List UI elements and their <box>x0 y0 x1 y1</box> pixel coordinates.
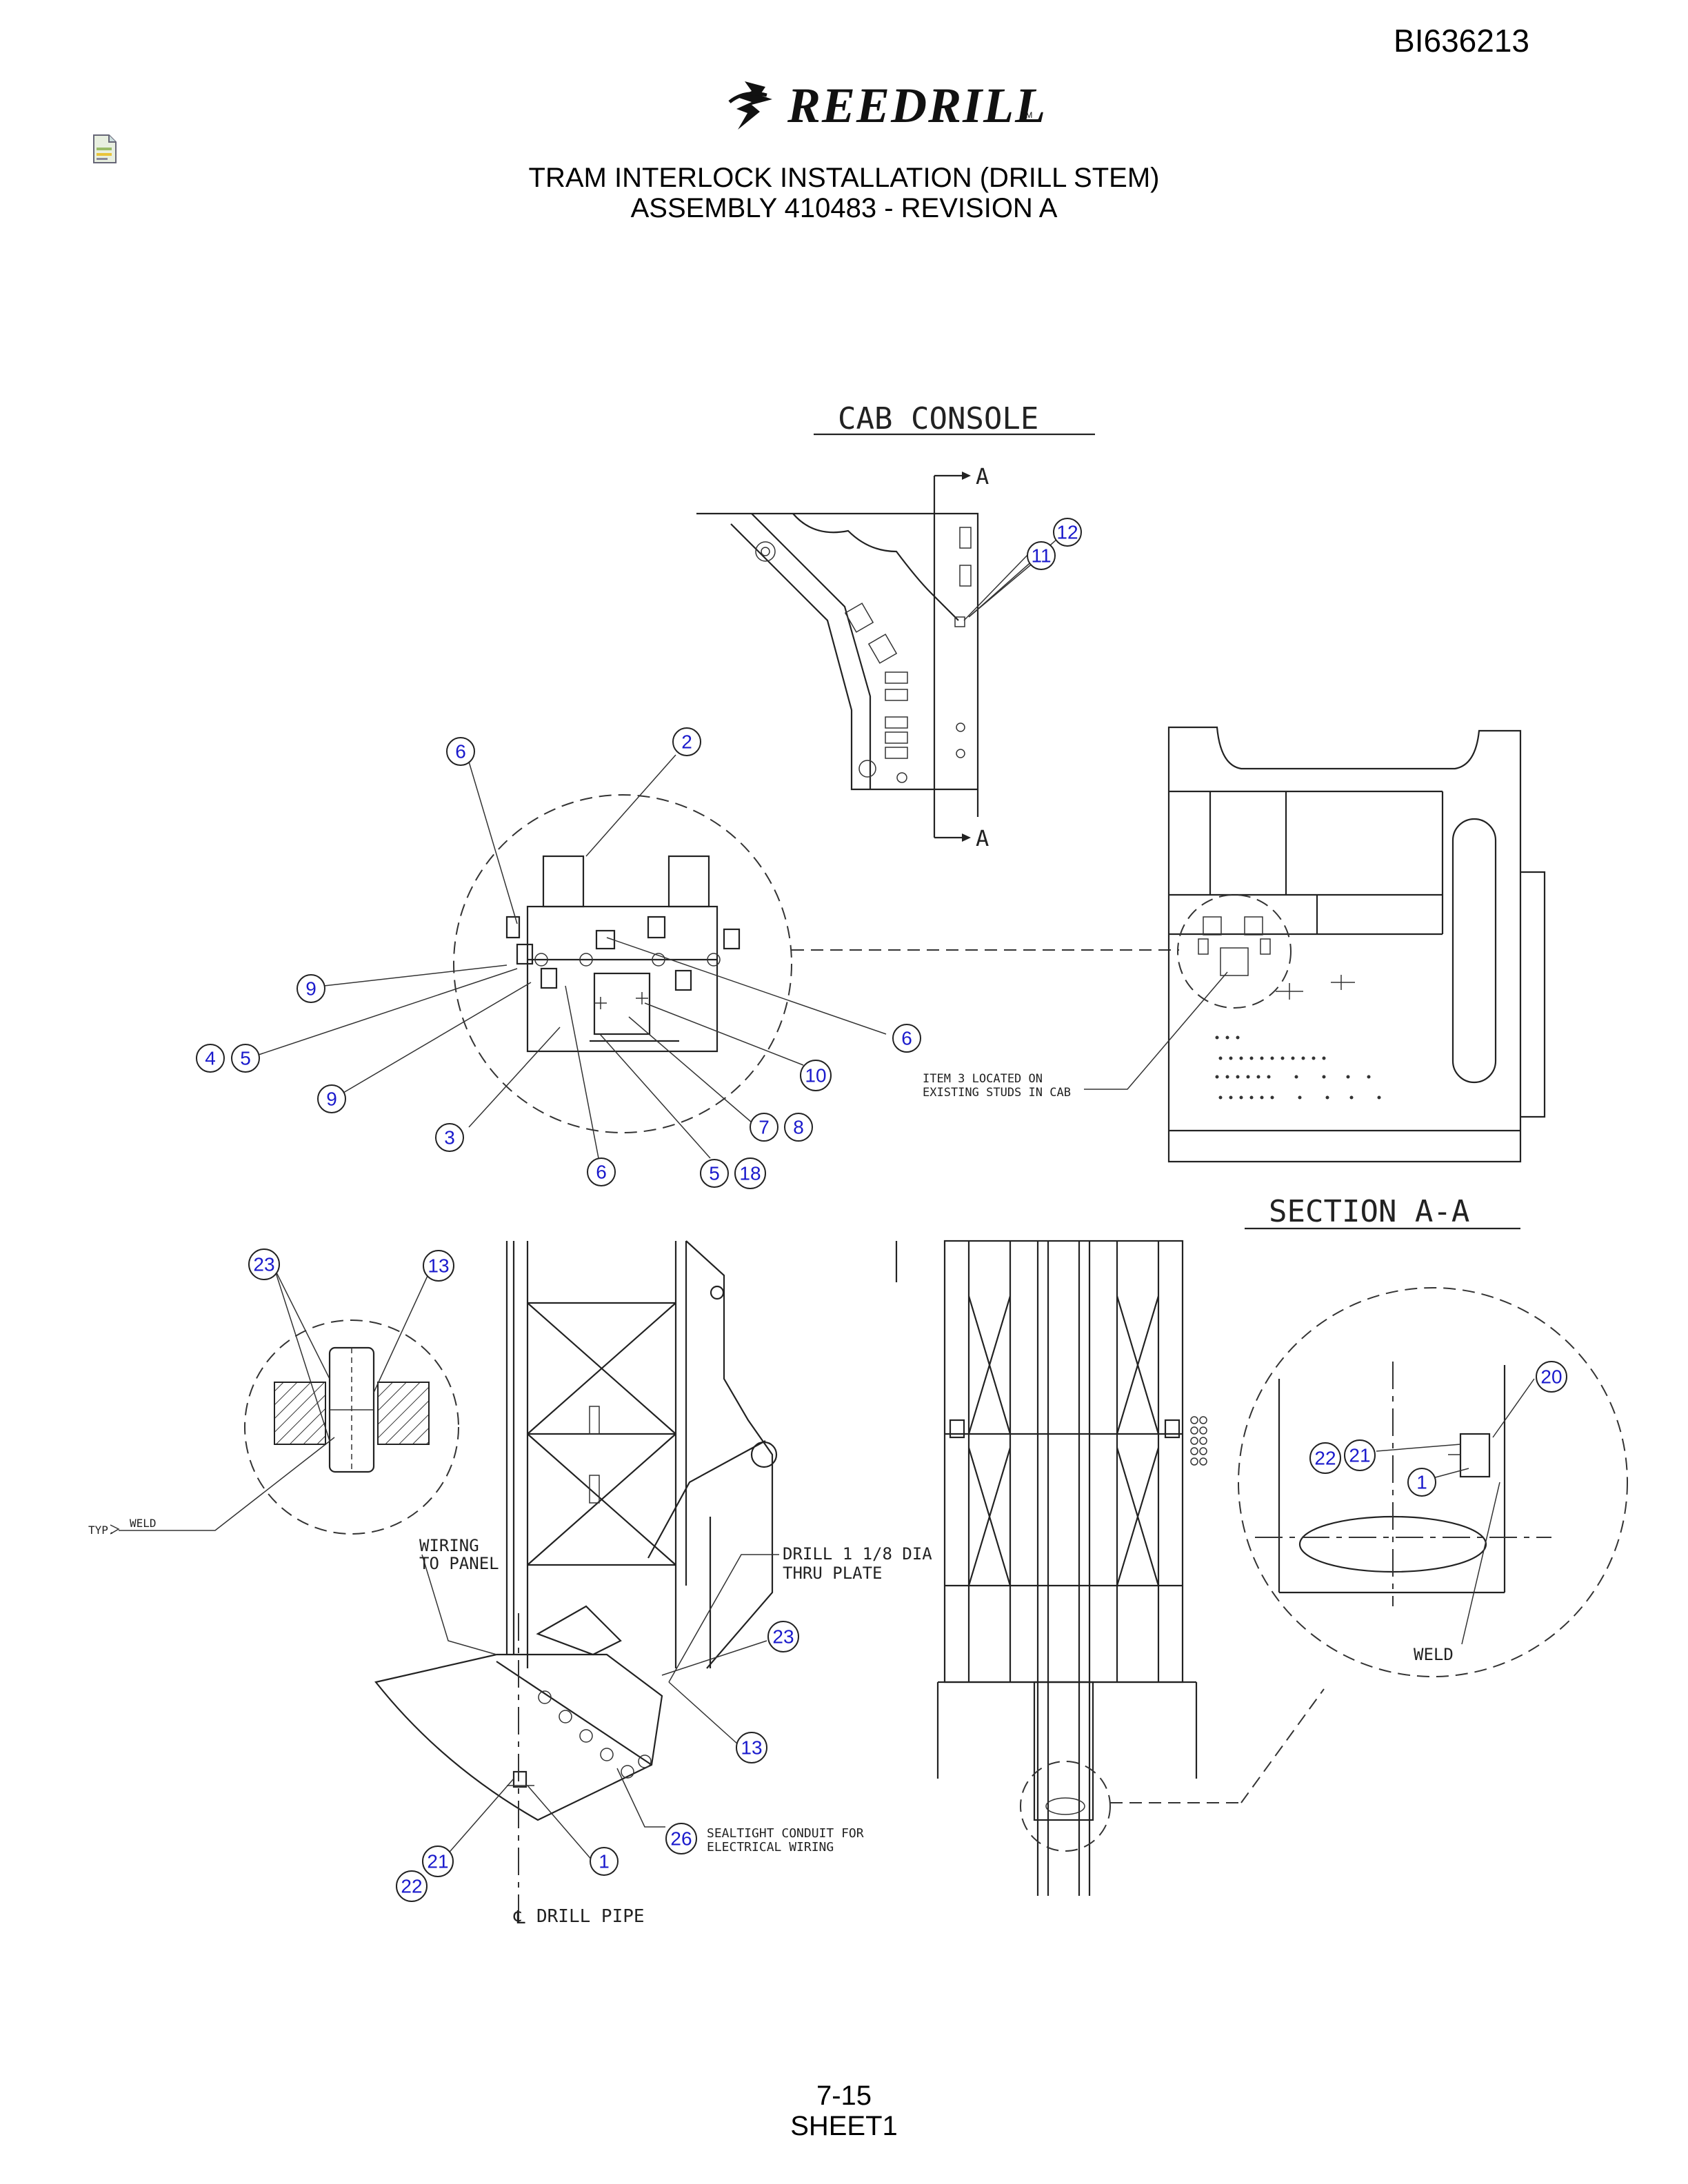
balloon-22: 22 <box>396 1870 428 1902</box>
cab-console-label: CAB CONSOLE <box>838 401 1038 436</box>
svg-text:1: 1 <box>599 1851 610 1872</box>
balloon-3: 3 <box>435 1123 464 1152</box>
section-marker-bottom: A <box>976 825 989 851</box>
svg-text:12: 12 <box>1056 522 1078 543</box>
balloon-6: 6 <box>892 1024 921 1053</box>
title-line-1: TRAM INTERLOCK INSTALLATION (DRILL STEM) <box>528 163 1160 193</box>
note-drill-pipe: DRILL PIPE <box>536 1906 645 1927</box>
balloon-26: 26 <box>665 1823 697 1854</box>
logo-wordmark: REEDRILL <box>787 78 1047 133</box>
balloon-8: 8 <box>784 1113 813 1142</box>
svg-text:22: 22 <box>1314 1448 1336 1469</box>
title-line-2: ASSEMBLY 410483 - REVISION A <box>630 193 1058 223</box>
page-number: 7-15 <box>816 2081 872 2111</box>
note-item3-line2: EXISTING STUDS IN CAB <box>923 1086 1071 1100</box>
svg-text:7: 7 <box>758 1117 770 1138</box>
balloon-13: 13 <box>736 1732 767 1763</box>
balloon-23: 23 <box>767 1621 799 1652</box>
svg-text:10: 10 <box>805 1065 826 1086</box>
note-weld-right: WELD <box>1414 1645 1454 1664</box>
svg-text:13: 13 <box>428 1255 449 1277</box>
svg-text:11: 11 <box>1031 545 1051 567</box>
note-drill-line1: DRILL 1 1/8 DIA <box>783 1544 932 1564</box>
drill-bit-logo-icon <box>728 81 772 130</box>
svg-text:5: 5 <box>709 1163 720 1184</box>
note-typ: TYP. <box>88 1524 115 1537</box>
balloon-1: 1 <box>590 1847 619 1876</box>
balloon-6: 6 <box>587 1157 616 1186</box>
logo-trademark: TM <box>1021 110 1033 120</box>
weld-detail-right: WELD <box>1238 1287 1628 1677</box>
svg-text:9: 9 <box>326 1089 337 1110</box>
svg-text:21: 21 <box>1349 1445 1370 1466</box>
balloon-5: 5 <box>231 1044 260 1073</box>
svg-text:6: 6 <box>455 741 466 762</box>
document-icon[interactable] <box>91 134 119 164</box>
note-drill-line2: THRU PLATE <box>783 1564 883 1583</box>
section-marker-top: A <box>976 463 989 489</box>
svg-text:13: 13 <box>741 1737 762 1759</box>
section-aa-mast-view <box>895 1240 1325 1896</box>
balloon-13: 13 <box>423 1250 454 1282</box>
interlock-detail-view <box>453 794 1179 1133</box>
cab-side-view: ITEM 3 LOCATED ON EXISTING STUDS IN CAB <box>923 726 1546 1163</box>
balloon-10: 10 <box>800 1060 832 1091</box>
balloon-5: 5 <box>700 1159 729 1188</box>
svg-text:18: 18 <box>739 1163 761 1184</box>
balloon-12: 12 <box>1053 518 1082 547</box>
svg-text:8: 8 <box>793 1117 804 1138</box>
weld-detail-view: TYP. WELD <box>88 1320 459 1537</box>
svg-text:4: 4 <box>205 1048 216 1069</box>
svg-text:1: 1 <box>1416 1472 1427 1493</box>
page-footer: 7-15 SHEET1 <box>0 2081 1688 2141</box>
drawing-title: TRAM INTERLOCK INSTALLATION (DRILL STEM)… <box>0 163 1688 223</box>
balloon-20: 20 <box>1536 1361 1567 1393</box>
section-aa-label: SECTION A-A <box>1269 1194 1469 1229</box>
document-number: BI636213 <box>1394 23 1529 59</box>
cab-console-view: CAB CONSOLE A A <box>696 401 1095 851</box>
balloon-2: 2 <box>672 727 701 756</box>
note-wiring-line1: WIRING <box>419 1536 479 1555</box>
svg-text:26: 26 <box>670 1828 692 1850</box>
mast-side-view: WIRING TO PANEL DRILL 1 1/8 DIA THRU PLA… <box>374 1240 932 1928</box>
svg-text:6: 6 <box>596 1162 607 1183</box>
item-balloons: 12 11 6 2 9 4 5 9 3 6 6 10 7 8 5 18 23 1… <box>196 518 1567 1902</box>
note-conduit-line1: SEALTIGHT CONDUIT FOR <box>707 1826 864 1841</box>
svg-text:2: 2 <box>681 731 692 753</box>
balloon-9: 9 <box>297 974 325 1003</box>
svg-text:23: 23 <box>253 1254 274 1275</box>
svg-text:22: 22 <box>401 1876 422 1897</box>
svg-text:9: 9 <box>305 978 316 1000</box>
svg-text:5: 5 <box>240 1048 251 1069</box>
svg-text:20: 20 <box>1540 1366 1562 1388</box>
balloon-21: 21 <box>1344 1439 1376 1471</box>
note-item3-line1: ITEM 3 LOCATED ON <box>923 1072 1043 1086</box>
balloon-6: 6 <box>446 737 475 766</box>
balloon-9: 9 <box>317 1084 346 1113</box>
note-conduit-line2: ELECTRICAL WIRING <box>707 1840 834 1854</box>
balloon-22: 22 <box>1309 1442 1341 1474</box>
balloon-21: 21 <box>422 1846 454 1877</box>
balloon-4: 4 <box>196 1044 225 1073</box>
svg-text:6: 6 <box>901 1028 912 1049</box>
balloon-11: 11 <box>1027 541 1056 570</box>
svg-text:3: 3 <box>444 1127 455 1149</box>
svg-text:21: 21 <box>427 1851 448 1872</box>
balloon-23: 23 <box>248 1248 280 1280</box>
centerline-symbol: ℄ <box>513 1908 525 1928</box>
balloon-7: 7 <box>750 1113 778 1142</box>
svg-text:23: 23 <box>772 1626 794 1648</box>
note-wiring-line2: TO PANEL <box>419 1554 499 1573</box>
note-weld-left: WELD <box>130 1517 157 1530</box>
balloon-1: 1 <box>1407 1468 1436 1497</box>
balloon-18: 18 <box>734 1157 766 1189</box>
sheet-label: SHEET1 <box>790 2111 898 2141</box>
reedrill-logo: REEDRILL TM <box>724 74 1045 136</box>
